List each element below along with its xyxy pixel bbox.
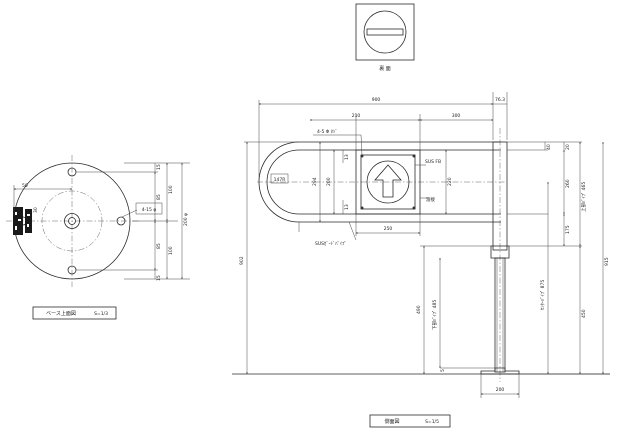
side-sus-fb: SUS FB	[425, 159, 441, 165]
side-dim-490: 490	[416, 305, 422, 314]
side-dim-76-3: 76.3	[495, 97, 505, 103]
side-weld: 溶接	[426, 196, 435, 203]
side-title-box	[369, 414, 451, 428]
sign-plate	[360, 154, 416, 210]
side-dim-200: 200	[326, 177, 332, 186]
back-view-title: 裏 面	[379, 65, 391, 72]
side-dim-13-top: 13	[344, 154, 350, 160]
base-pcd-circle	[41, 190, 103, 252]
side-dim-13-bottom: 13	[344, 204, 350, 210]
base-dim-100-bottom: 100	[168, 246, 174, 255]
side-dim-250: 250	[384, 226, 393, 232]
side-dim-radius: 147R	[274, 177, 286, 183]
base-plan-view: 50 30 4-15 φ 15 85 100 85 100 15 200 φ ベ…	[6, 155, 190, 320]
bolt-2	[412, 154, 416, 158]
back-view-frame	[355, 3, 415, 61]
base-dim-30: 30	[33, 207, 39, 213]
base-hole-callout-box	[135, 202, 163, 215]
side-lower-pipe: 下部ﾊﾟｲﾌﾟ 485	[431, 300, 438, 330]
base-dim-hole: 4-15 φ	[142, 207, 157, 213]
guard-pipe-inner	[266, 149, 501, 215]
side-dim-450: 450	[581, 309, 587, 318]
base-center-pipe-inner	[68, 217, 76, 225]
side-view: 900 76.3 210 300 4-5 Φ ﾈｼﾞ 147R 294 200 …	[232, 92, 610, 428]
base-center-pipe-outer	[64, 213, 80, 229]
side-dim-20: 20	[565, 144, 571, 150]
side-dim-220: 220	[447, 177, 453, 186]
base-view-scale: S=1/3	[94, 311, 108, 317]
base-dim-15-bottom: 15	[156, 275, 162, 281]
base-bolt-hole-right	[116, 216, 126, 226]
base-title-box	[32, 306, 117, 320]
side-dim-915: 915	[604, 257, 610, 266]
base-plate-side	[480, 367, 520, 375]
back-view-bar	[366, 28, 404, 36]
side-center-pipe: ｾﾝﾀｰﾊﾟｲﾌﾟ 875	[539, 280, 546, 310]
side-dim-5: 5	[440, 369, 446, 372]
side-view-title: 側面図	[384, 418, 399, 425]
base-dim-85-top: 85	[156, 194, 162, 200]
side-view-scale: S=1/5	[425, 419, 439, 425]
bolt-3	[360, 206, 364, 210]
base-dim-50: 50	[22, 183, 28, 189]
side-dim-300: 300	[452, 113, 461, 119]
side-dim-40: 40	[546, 144, 552, 150]
base-logo-stamp	[13, 207, 32, 235]
lower-pipe	[494, 257, 506, 373]
bolt-4	[412, 206, 416, 210]
back-view: 裏 面	[355, 3, 415, 72]
base-dim-100-top: 100	[168, 185, 174, 194]
sign-frame-fb	[355, 149, 421, 215]
sign-arrow-disc	[366, 160, 410, 204]
side-pipe-note: SUSｶﾞｰﾄﾞﾊﾟｲﾌﾟ	[315, 240, 347, 247]
side-dim-200-base: 200	[496, 387, 505, 393]
up-arrow-icon	[374, 164, 402, 198]
base-dim-15-top: 15	[156, 164, 162, 170]
side-dim-175: 175	[565, 225, 571, 234]
base-view-title: ベース上面図	[46, 310, 76, 317]
side-upper-pipe: 上部ﾊﾟｲﾌﾟ 465	[580, 182, 587, 212]
side-dim-902: 902	[239, 256, 245, 265]
side-dim-210: 210	[352, 113, 361, 119]
side-dim-260: 260	[565, 179, 571, 188]
side-dim-294: 294	[312, 177, 318, 186]
base-dim-85-bottom: 85	[156, 243, 162, 249]
side-bolt-callout: 4-5 Φ ﾈｼﾞ	[317, 128, 338, 135]
radius-callout-box	[270, 173, 289, 184]
back-view-disc	[363, 10, 407, 54]
bolt-1	[360, 154, 364, 158]
base-dim-200-dia: 200 φ	[183, 213, 189, 226]
side-dim-900: 900	[372, 97, 381, 103]
